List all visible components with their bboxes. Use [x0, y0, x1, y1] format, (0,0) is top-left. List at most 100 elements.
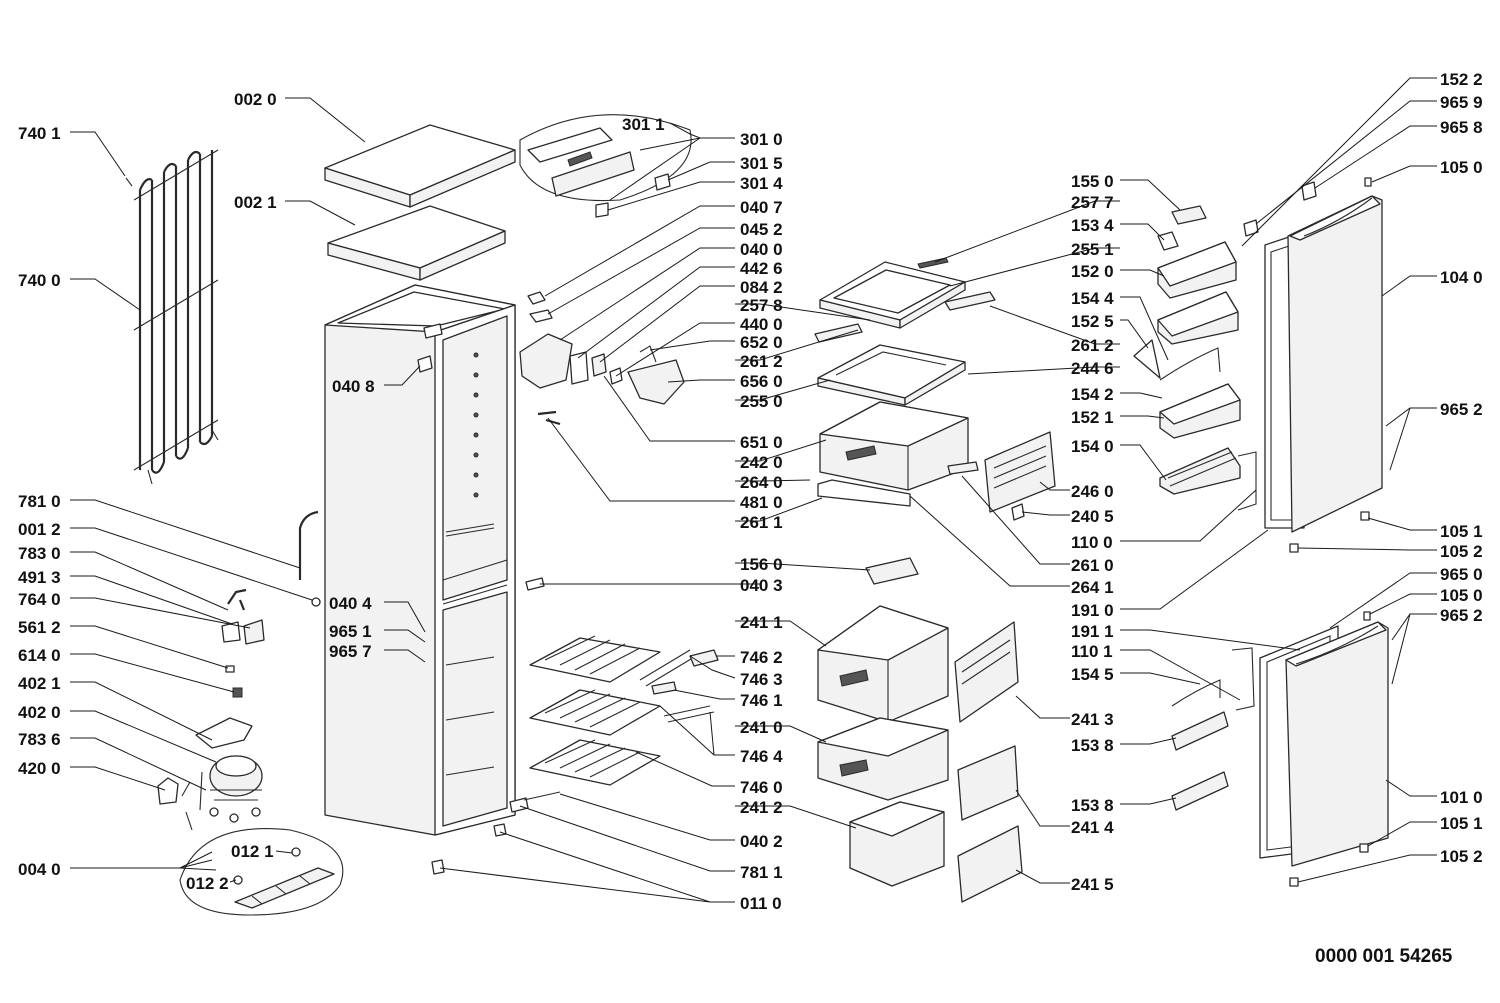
part-label-746-1: 746 1 [740, 691, 783, 710]
thermostat-group [519, 114, 692, 218]
part-label-764-0: 764 0 [18, 590, 61, 609]
part-label-651-0: 651 0 [740, 433, 783, 452]
top-cover-upper [324, 124, 516, 208]
part-label-740-0: 740 0 [18, 271, 61, 290]
freezer-wire-shelves [431, 557, 919, 875]
part-label-241-1: 241 1 [740, 613, 783, 632]
freezer-drawers [817, 605, 1023, 903]
fridge-shelves [814, 257, 996, 406]
leader-lines [70, 77, 1437, 903]
part-label-045-2: 045 2 [740, 220, 783, 239]
part-label-965-0: 965 0 [1440, 565, 1483, 584]
part-label-004-0: 004 0 [18, 860, 61, 879]
part-label-301-1: 301 1 [622, 115, 665, 134]
part-label-781-1: 781 1 [740, 863, 783, 882]
part-label-155-0: 155 0 [1071, 172, 1114, 191]
part-label-241-0: 241 0 [740, 718, 783, 737]
part-label-153-8-upper: 153 8 [1071, 736, 1114, 755]
part-label-965-2-lower: 965 2 [1440, 606, 1483, 625]
top-cover-lower [327, 205, 506, 281]
part-label-101-0: 101 0 [1440, 788, 1483, 807]
part-label-040-7: 040 7 [740, 198, 783, 217]
part-label-246-0: 246 0 [1071, 482, 1114, 501]
part-label-002-0: 002 0 [234, 90, 277, 109]
part-label-241-5: 241 5 [1071, 875, 1114, 894]
part-label-241-4: 241 4 [1071, 818, 1114, 837]
part-label-746-2: 746 2 [740, 648, 783, 667]
part-label-264-1: 264 1 [1071, 578, 1114, 597]
part-label-746-0: 746 0 [740, 778, 783, 797]
part-label-261-2-right: 261 2 [1071, 336, 1114, 355]
part-label-001-2: 001 2 [18, 520, 61, 539]
part-label-965-8: 965 8 [1440, 118, 1483, 137]
part-label-965-2-upper: 965 2 [1440, 400, 1483, 419]
fridge-door [1243, 177, 1383, 553]
part-label-012-2: 012 2 [186, 874, 229, 893]
part-label-440-0: 440 0 [740, 315, 783, 334]
part-label-491-3: 491 3 [18, 568, 61, 587]
part-label-301-4: 301 4 [740, 174, 783, 193]
part-label-783-0: 783 0 [18, 544, 61, 563]
part-label-261-1: 261 1 [740, 513, 783, 532]
part-label-965-1: 965 1 [329, 622, 372, 641]
part-label-746-4: 746 4 [740, 747, 783, 766]
part-label-255-0: 255 0 [740, 392, 783, 411]
part-label-156-0: 156 0 [740, 555, 783, 574]
freezer-door [1171, 611, 1389, 887]
part-label-105-2-lower: 105 2 [1440, 847, 1483, 866]
part-label-040-0: 040 0 [740, 240, 783, 259]
fan-light-assembly [519, 291, 685, 426]
part-label-084-2: 084 2 [740, 278, 783, 297]
part-label-301-5: 301 5 [740, 154, 783, 173]
part-label-244-6: 244 6 [1071, 359, 1114, 378]
part-label-040-3: 040 3 [740, 576, 783, 595]
part-label-154-2: 154 2 [1071, 385, 1114, 404]
part-label-402-0: 402 0 [18, 703, 61, 722]
part-label-105-2-upper: 105 2 [1440, 542, 1483, 561]
part-label-264-0: 264 0 [740, 473, 783, 492]
part-label-301-0: 301 0 [740, 130, 783, 149]
part-label-110-1: 110 1 [1071, 642, 1113, 661]
part-label-781-0: 781 0 [18, 492, 61, 511]
part-label-152-1: 152 1 [1071, 408, 1114, 427]
part-label-110-0: 110 0 [1071, 533, 1113, 552]
part-label-241-3: 241 3 [1071, 710, 1114, 729]
part-label-561-2: 561 2 [18, 618, 61, 637]
part-label-154-5: 154 5 [1071, 665, 1114, 684]
condenser-coil [125, 149, 219, 485]
part-label-242-0: 242 0 [740, 453, 783, 472]
part-label-105-0-lower: 105 0 [1440, 586, 1483, 605]
part-labels: 740 1 740 0 781 0 001 2 783 0 491 3 764 … [18, 70, 1483, 967]
part-label-040-2: 040 2 [740, 832, 783, 851]
part-label-011-0: 011 0 [740, 894, 782, 913]
part-label-255-1: 255 1 [1071, 240, 1114, 259]
mounting-kit [179, 828, 344, 916]
part-label-257-8: 257 8 [740, 296, 783, 315]
part-label-152-2: 152 2 [1440, 70, 1483, 89]
crisper-drawer [817, 401, 1056, 521]
part-label-153-8-lower: 153 8 [1071, 796, 1114, 815]
part-label-241-2: 241 2 [740, 798, 783, 817]
part-label-965-7: 965 7 [329, 642, 372, 661]
part-label-746-3: 746 3 [740, 670, 783, 689]
part-label-656-0: 656 0 [740, 372, 783, 391]
part-label-261-0: 261 0 [1071, 556, 1114, 575]
part-label-614-0: 614 0 [18, 646, 61, 665]
part-label-442-6: 442 6 [740, 259, 783, 278]
part-label-002-1: 002 1 [234, 193, 277, 212]
part-label-105-1-upper: 105 1 [1440, 522, 1483, 541]
part-label-740-1: 740 1 [18, 124, 61, 143]
part-label-191-1: 191 1 [1071, 622, 1114, 641]
part-label-040-8: 040 8 [332, 377, 375, 396]
part-label-154-4: 154 4 [1071, 289, 1114, 308]
part-label-153-4: 153 4 [1071, 216, 1114, 235]
document-code: 0000 001 54265 [1315, 946, 1453, 967]
part-label-783-6: 783 6 [18, 730, 61, 749]
part-label-191-0: 191 0 [1071, 601, 1114, 620]
door-shelves [1133, 205, 1257, 511]
part-label-040-4: 040 4 [329, 594, 372, 613]
part-label-261-2: 261 2 [740, 352, 783, 371]
part-label-105-1-lower: 105 1 [1440, 814, 1483, 833]
part-label-012-1: 012 1 [231, 842, 274, 861]
